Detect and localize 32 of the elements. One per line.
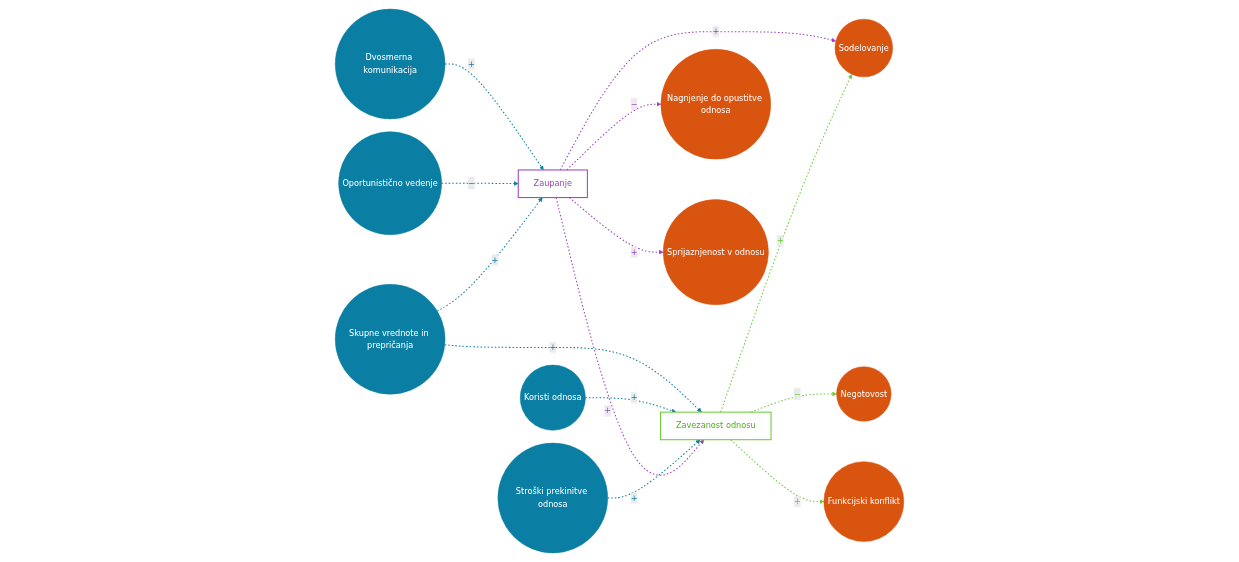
arrow [441,181,519,186]
node-box: Zavezanost odnosu [660,411,772,441]
arrow [555,197,705,476]
node-circle: Sprijaznjenost v odnosu [662,199,769,306]
node-circle: Stroški prekinitve odnosa [497,442,608,554]
edge-label: + [604,405,612,416]
edge-label: − [794,388,801,399]
node-circle: Koristi odnosa [519,364,586,431]
node-circle: Funkcijski konflikt [823,461,905,542]
edge-label: − [468,178,475,188]
arrow [730,439,825,504]
node-circle: Dvosmerna komunikacija [334,8,446,120]
node-box: Zaupanje [517,169,588,199]
node-circle: Sodelovanje [834,18,893,78]
edge-label: + [777,235,784,246]
edge-label: + [630,392,638,403]
edge-label: + [630,492,638,503]
edge-label: + [712,26,720,37]
arrow [559,31,837,171]
edge-label: + [630,247,638,257]
edge-label: + [794,496,801,507]
arrow [607,439,701,499]
edge-label: + [468,58,475,69]
node-circle: Negotovost [836,366,892,422]
node-circle: Skupne vrednote in prepričanja [334,284,446,395]
edge-label: − [630,99,638,109]
arrow [566,101,662,171]
node-circle: Nagnjenje do opustitve odnosa [660,49,771,160]
arrow [720,74,853,413]
edge-label: + [491,254,499,265]
edge-label: + [549,342,557,353]
node-circle: Oportunistično vedenje [338,131,442,236]
